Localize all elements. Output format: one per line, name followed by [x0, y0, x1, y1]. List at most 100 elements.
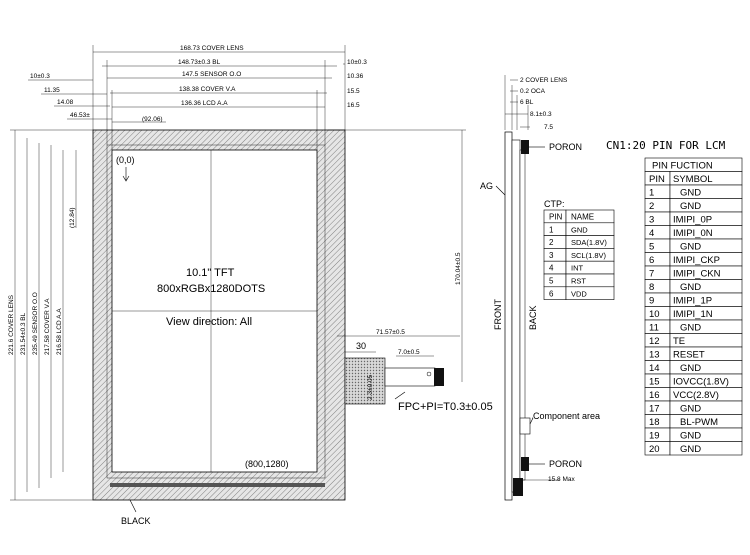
dim-sensor-height: 235.49 SENSOR O.O [32, 292, 39, 355]
cn1-pin-number: 13 [649, 350, 660, 361]
side-cover-lens [504, 131, 513, 501]
ctp-pin-number: 2 [549, 238, 554, 247]
side-view: 2 COVER LENS 0.2 OCA 6 BL 8.1±0.3 7.5 15… [480, 75, 600, 501]
panel-title: 10.1" TFT [186, 267, 235, 279]
ctp-pin-name: SDA(1.8V) [571, 238, 607, 247]
cn1-pin-symbol: RESET [673, 350, 705, 361]
cn1-header-pin: PIN [649, 174, 665, 185]
dim-cover-va-width: 138.38 COVER V.A [179, 86, 236, 93]
side-dim-75: 7.5 [544, 124, 553, 131]
right-offset-3: 15.5 [347, 88, 360, 95]
top-dimensions: 168.73 COVER LENS 148.73±0.3 BL 147.5 SE… [28, 45, 367, 150]
poron-top-block [521, 140, 529, 154]
ctp-pin-name: GND [571, 225, 588, 234]
fpc-tail [384, 367, 436, 387]
dim-sensor-width: 147.5 SENSOR O.O [182, 71, 241, 78]
cn1-pin-symbol: TE [673, 336, 685, 347]
dim-bl-width: 148.73±0.3 BL [178, 59, 221, 66]
dim-lcd-aa-width: 136.36 LCD A.A [181, 100, 228, 107]
dim-fpc-offset: 71.57±0.5 [376, 329, 405, 336]
right-offset-1: 10±0.3 [347, 59, 367, 66]
cn1-pin-number: 9 [649, 296, 654, 307]
cn1-pin-symbol: GND [680, 363, 701, 374]
dim-fpc-vertical: 170.04±0.5 [455, 252, 462, 285]
fpc-hole [426, 371, 432, 377]
cn1-pin-number: 7 [649, 269, 654, 280]
cn1-pin-symbol: IMIPI_0P [673, 215, 712, 226]
cn1-pin-number: 20 [649, 444, 660, 455]
poron-bottom-block [521, 457, 529, 471]
cn1-pin-number: 19 [649, 431, 660, 442]
cn1-pin-number: 1 [649, 188, 654, 199]
cn1-pin-number: 10 [649, 309, 660, 320]
cn1-pin-number: 17 [649, 404, 660, 415]
left-offset-2: 11.35 [44, 87, 60, 94]
ctp-title: CTP: [544, 199, 565, 209]
ctp-cell [543, 260, 567, 275]
ctp-pin-name: RST [571, 277, 586, 286]
cn1-header-top: PIN FUCTION [652, 161, 713, 172]
cn1-pin-number: 12 [649, 336, 660, 347]
cn1-pin-symbol: GND [680, 323, 701, 334]
cn1-cell [669, 441, 743, 456]
fpc-body [344, 357, 386, 405]
ctp-cell [543, 286, 567, 300]
fpc-connector: 71.57±0.5 30 7.0±0.5 170.04±0.5 2.3±0.05… [328, 129, 493, 413]
cn1-pin-number: 11 [649, 323, 659, 334]
cn1-pin-table: CN1:20 PIN FOR LCM PIN FUCTION PIN SYMBOL 1… [606, 139, 743, 456]
cn1-pin-symbol: GND [680, 404, 701, 415]
cn1-pin-number: 3 [649, 215, 654, 226]
side-backlight [511, 139, 521, 493]
dim-upper: (12.84) [69, 207, 76, 228]
dim-cover-va-height: 217.58 COVER V.A [44, 298, 51, 355]
dim-fpc-width: 30 [356, 341, 366, 351]
cn1-pin-symbol: GND [680, 242, 701, 253]
side-dim-total: 8.1±0.3 [530, 111, 552, 118]
dim-bl-height: 231.54±0.3 BL [20, 312, 27, 355]
front-view: (0,0) (800,1280) 10.1" TFT 800xRGBx1280D… [92, 129, 346, 526]
cn1-pin-symbol: IOVCC(1.8V) [673, 377, 729, 388]
end-coordinate-label: (800,1280) [245, 459, 289, 469]
ctp-pin-number: 1 [549, 225, 554, 234]
dim-cover-lens-width: 168.73 COVER LENS [180, 45, 244, 52]
ctp-pin-name: SCL(1.8V) [571, 251, 607, 260]
fpc-connector-tip [434, 368, 444, 386]
left-offset-1: 10±0.3 [30, 73, 50, 80]
left-offset-3: 14.08 [57, 99, 74, 106]
right-offset-4: 16.5 [347, 102, 360, 109]
cn1-pin-number: 2 [649, 201, 654, 212]
front-label: FRONT [493, 299, 503, 330]
bottom-black-strip [110, 483, 325, 487]
ctp-cell [565, 286, 615, 300]
left-offset-4: 46.53± [70, 112, 90, 119]
cn1-pin-symbol: GND [680, 282, 701, 293]
cn1-pin-symbol: IMIPI_CKN [673, 269, 721, 280]
poron-bottom-label: PORON [549, 459, 582, 469]
back-label: BACK [528, 305, 538, 330]
cn1-pin-symbol: GND [680, 431, 701, 442]
ctp-cell [543, 248, 567, 262]
fpc-side-tab [513, 478, 523, 496]
cn1-pin-number: 6 [649, 255, 654, 266]
dim-fpc-inner: 2.3±0.05 [367, 374, 374, 400]
ctp-header-name: NAME [571, 213, 594, 222]
component-area-block [519, 417, 531, 435]
left-dimensions: 221.6 COVER LENS 231.54±0.3 BL 235.49 SE… [8, 129, 93, 501]
ctp-pin-name: VDD [571, 289, 587, 298]
cn1-header-symbol: SYMBOL [673, 174, 713, 185]
ctp-pin-number: 5 [549, 277, 554, 286]
ctp-cell [543, 222, 567, 236]
cn1-pin-symbol: GND [680, 201, 701, 212]
ctp-pin-number: 3 [549, 251, 554, 260]
ctp-header-pin: PIN [549, 213, 563, 222]
side-dim-bl: 6 BL [520, 99, 534, 106]
cn1-pin-symbol: IMIPI_CKP [673, 255, 720, 266]
cn1-pin-number: 14 [649, 363, 660, 374]
cn1-pin-symbol: GND [680, 444, 701, 455]
dim-cover-lens-height: 221.6 COVER LENS [8, 294, 15, 355]
fpc-label: FPC+PI=T0.3±0.05 [398, 401, 493, 413]
cn1-pin-number: 16 [649, 390, 660, 401]
cn1-title: CN1:20 PIN FOR LCM [606, 139, 726, 152]
